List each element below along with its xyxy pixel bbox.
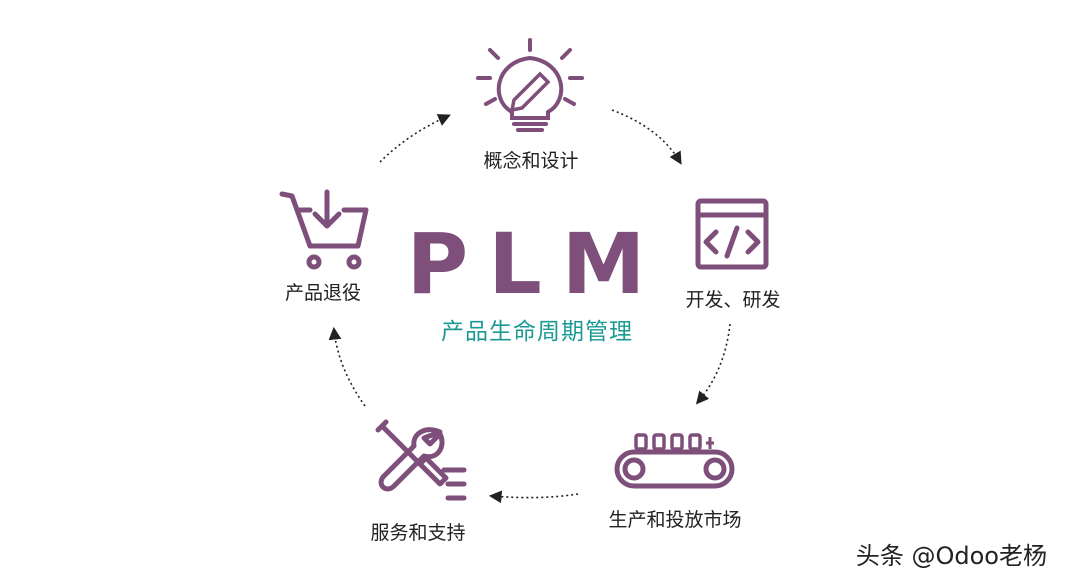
watermark: 头条 @Odoo老杨 [855, 542, 1047, 570]
arrow-retire-to-concept [379, 114, 451, 163]
stage-label-develop: 开发、研发 [685, 289, 781, 311]
arrow-develop-to-produce [695, 323, 731, 405]
page-subtitle: 产品生命周期管理 [441, 319, 633, 345]
code-window-icon [695, 198, 769, 270]
stage-label-produce: 生产和投放市场 [608, 509, 742, 531]
page-title: PLM [406, 215, 666, 313]
arrow-produce-to-service [488, 490, 579, 504]
cycle-arrows [328, 109, 731, 504]
arrow-concept-to-develop [611, 109, 682, 165]
wrench-screwdriver-icon [375, 419, 467, 501]
stage-label-retire: 产品退役 [284, 282, 362, 304]
cart-download-icon [279, 189, 369, 270]
lightbulb-pencil-icon [476, 38, 584, 132]
arrow-service-to-retire [328, 326, 366, 407]
stage-label-concept: 概念和设计 [483, 150, 579, 172]
conveyor-belt-icon [614, 433, 735, 489]
stage-label-service: 服务和支持 [370, 522, 466, 544]
